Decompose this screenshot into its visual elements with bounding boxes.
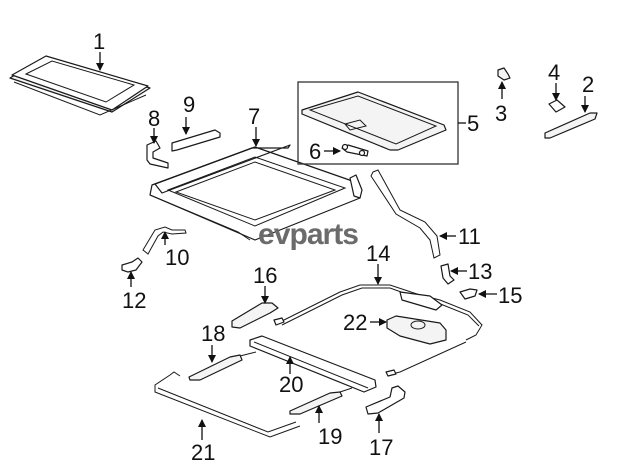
part-12-hose-joint[interactable] xyxy=(121,257,143,273)
part-15-cover[interactable] xyxy=(459,288,478,300)
part-3-clip[interactable] xyxy=(497,67,511,81)
part-4-pad[interactable] xyxy=(548,99,566,113)
callout-label-1: 1 xyxy=(93,29,105,54)
callout-label-15: 15 xyxy=(498,283,522,308)
callout-6: 6 xyxy=(309,139,341,164)
part-11-drain-hose-rear[interactable] xyxy=(370,169,441,259)
callout-label-3: 3 xyxy=(495,101,507,126)
callout-label-16: 16 xyxy=(253,263,277,288)
callout-1: 1 xyxy=(93,29,105,71)
callout-label-18: 18 xyxy=(201,321,225,346)
callout-label-17: 17 xyxy=(369,435,393,460)
callout-15: 15 xyxy=(478,283,522,308)
callout-label-9: 9 xyxy=(183,92,195,117)
callout-label-20: 20 xyxy=(279,372,303,397)
callout-20: 20 xyxy=(279,356,303,397)
callout-8: 8 xyxy=(148,106,160,144)
part-10-drain-hose-front[interactable] xyxy=(142,226,187,255)
part-7-housing-frame[interactable] xyxy=(149,144,363,241)
callout-label-12: 12 xyxy=(122,288,146,313)
callout-label-22: 22 xyxy=(343,310,367,335)
callout-label-13: 13 xyxy=(468,259,492,284)
callout-label-2: 2 xyxy=(582,72,594,97)
callout-label-4: 4 xyxy=(548,60,560,85)
callout-14: 14 xyxy=(366,241,390,285)
callout-10: 10 xyxy=(161,231,189,270)
callout-7: 7 xyxy=(248,104,260,147)
callout-19: 19 xyxy=(315,405,342,449)
callout-label-5: 5 xyxy=(467,111,479,136)
callout-12: 12 xyxy=(122,271,146,313)
part-14-cable-assembly[interactable] xyxy=(273,284,483,377)
callout-3: 3 xyxy=(495,81,507,126)
part-16-guide-left[interactable] xyxy=(231,302,279,329)
callout-4: 4 xyxy=(548,60,560,101)
callout-label-14: 14 xyxy=(366,241,390,266)
part-6-sunshade-handle[interactable] xyxy=(341,143,369,157)
part-13-hose-connector[interactable] xyxy=(440,263,455,285)
part-1-sunroof-glass[interactable] xyxy=(9,55,151,116)
part-8-bracket[interactable] xyxy=(146,140,169,169)
callout-label-10: 10 xyxy=(165,245,189,270)
part-22-motor[interactable] xyxy=(386,315,447,345)
callout-16: 16 xyxy=(253,263,277,304)
callout-22: 22 xyxy=(343,310,387,335)
callout-label-8: 8 xyxy=(148,106,160,131)
callout-9: 9 xyxy=(182,92,195,135)
callout-5: 5 xyxy=(458,111,479,136)
part-2-deflector[interactable] xyxy=(544,112,598,139)
watermark-logo: evparts xyxy=(258,218,358,251)
callout-17: 17 xyxy=(369,413,393,460)
callout-label-7: 7 xyxy=(248,104,260,129)
callout-18: 18 xyxy=(201,321,225,363)
part-20-cross-rail[interactable] xyxy=(249,335,377,393)
part-5-sunshade-assembly[interactable] xyxy=(301,91,447,151)
part-17-guide-right[interactable] xyxy=(365,385,406,415)
callout-label-19: 19 xyxy=(318,424,342,449)
part-18-slider-left[interactable] xyxy=(188,351,257,381)
callout-2: 2 xyxy=(581,72,594,113)
callout-13: 13 xyxy=(450,259,492,284)
callout-label-11: 11 xyxy=(458,224,481,249)
callout-11: 11 xyxy=(439,224,481,249)
part-21-drain-channel[interactable] xyxy=(154,371,301,438)
callout-label-21: 21 xyxy=(191,440,215,465)
callout-21: 21 xyxy=(191,419,215,465)
callout-label-6: 6 xyxy=(309,139,321,164)
part-9-seal-strip[interactable] xyxy=(171,129,221,152)
part-19-slider-right[interactable] xyxy=(289,387,353,415)
